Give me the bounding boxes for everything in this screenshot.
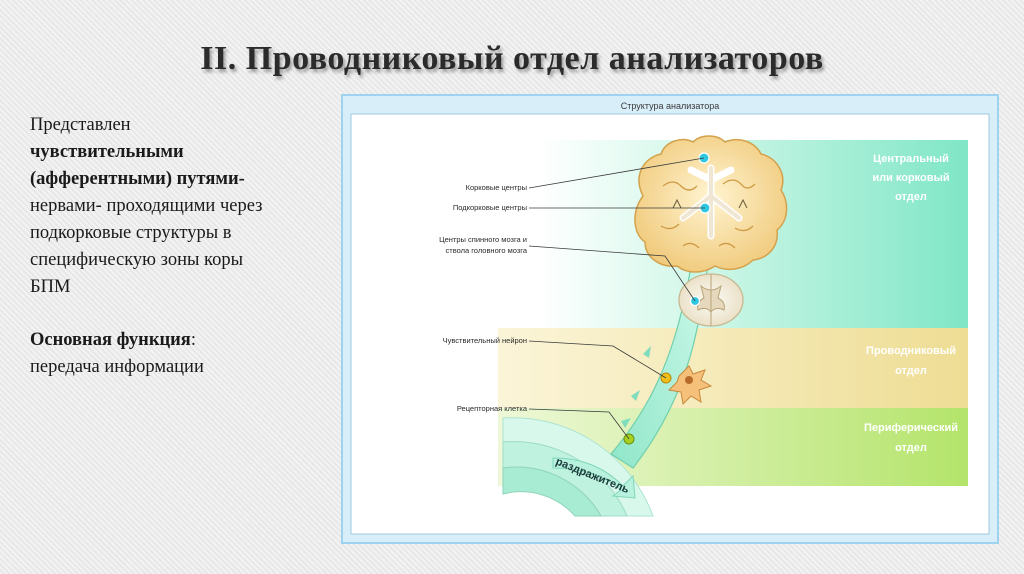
text-line-bold: чувствительными — [30, 139, 325, 166]
text-line: подкорковые структуры в — [30, 223, 232, 243]
bold-text: (афферентными) путями- — [30, 169, 245, 189]
function-line: Основная функция: — [30, 327, 325, 354]
zone-central-label-3: отдел — [895, 191, 927, 203]
label-cortical-centers: Корковые центры — [466, 183, 527, 192]
label-subcortical-centers: Подкорковые центры — [453, 203, 527, 212]
text-line: БПМ — [30, 277, 71, 297]
stimulus-arrow — [552, 457, 636, 499]
zone-conductive-label-2: отдел — [895, 365, 927, 377]
zone-peripheral-label-2: отдел — [895, 442, 927, 454]
analyzer-diagram: Структура анализатора Центральный или ко… — [341, 94, 999, 544]
pathway-arrowhead — [631, 390, 640, 401]
text-line: Представлен — [30, 115, 131, 135]
label-spinal-centers-2: ствола головного мозга — [446, 246, 528, 255]
text-line: специфическую зоны коры — [30, 250, 244, 270]
zone-central-label-2: или корковый — [872, 172, 949, 184]
function-colon: : — [190, 330, 196, 350]
leader-lines — [528, 157, 705, 440]
figure-title: Структура анализатора — [621, 101, 719, 111]
zone-peripheral-label-1: Периферический — [864, 422, 958, 434]
analyzer-diagram-svg: Структура анализатора Центральный или ко… — [343, 96, 997, 542]
function-label: Основная функция — [30, 330, 191, 350]
label-sensory-neuron: Чувствительный нейрон — [443, 336, 527, 345]
text-line-bold: (афферентными) путями- — [30, 166, 325, 193]
zone-conductive-label-1: Проводниковый — [866, 345, 956, 357]
text-line: нервами- проходящими через — [30, 196, 263, 216]
spinal-cord-section — [678, 273, 744, 327]
conductive-zone — [498, 328, 968, 408]
sensory-neuron — [667, 365, 713, 406]
zone-central-label-1: Центральный — [873, 153, 949, 165]
body-text: Представлен чувствительными (афферентным… — [30, 112, 325, 381]
bold-text: чувствительными — [30, 142, 184, 162]
function-text: передача информации — [30, 357, 204, 377]
label-spinal-centers-1: Центры спинного мозга и — [439, 235, 527, 244]
pathway-arrowhead — [643, 346, 651, 358]
pathway-arrowhead — [621, 418, 631, 428]
label-receptor-cell: Рецепторная клетка — [457, 404, 528, 413]
slide-title: II. Проводниковый отдел анализаторов — [200, 40, 824, 77]
spacer — [30, 301, 325, 327]
stimulus-arcs — [502, 417, 654, 517]
brain-illustration — [634, 135, 788, 273]
